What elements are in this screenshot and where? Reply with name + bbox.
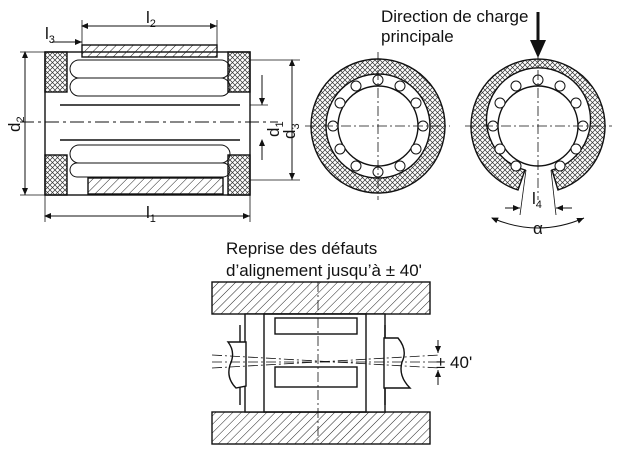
- dim-alpha: α: [533, 219, 543, 238]
- load-direction-label-line1: Direction de charge: [381, 7, 529, 26]
- cross-section-closed: [305, 52, 450, 200]
- bearing-section-view: [20, 20, 300, 222]
- dim-l4: l4: [532, 189, 542, 212]
- balls-ring-1: [327, 74, 429, 178]
- dim-d3: d3: [280, 123, 302, 139]
- dim-l1: l1: [146, 203, 156, 226]
- load-direction-label-line2: principale: [381, 27, 454, 46]
- dim-l3: l3: [45, 24, 55, 47]
- dim-l2: l2: [146, 8, 156, 31]
- ball-rows-top: [69, 59, 231, 97]
- balls-ring-2: [487, 74, 589, 172]
- misalignment-label-line2: d’alignement jusqu’à ± 40': [226, 261, 422, 280]
- cross-section-open: [465, 52, 612, 229]
- misalignment-label-line1: Reprise des défauts: [226, 239, 378, 258]
- load-direction-arrow: [530, 12, 546, 58]
- misalignment-view: [211, 281, 441, 445]
- ball-rows-bottom: [69, 144, 231, 178]
- dim-d2: d2: [5, 116, 27, 132]
- angle-value-label: ± 40': [436, 353, 473, 372]
